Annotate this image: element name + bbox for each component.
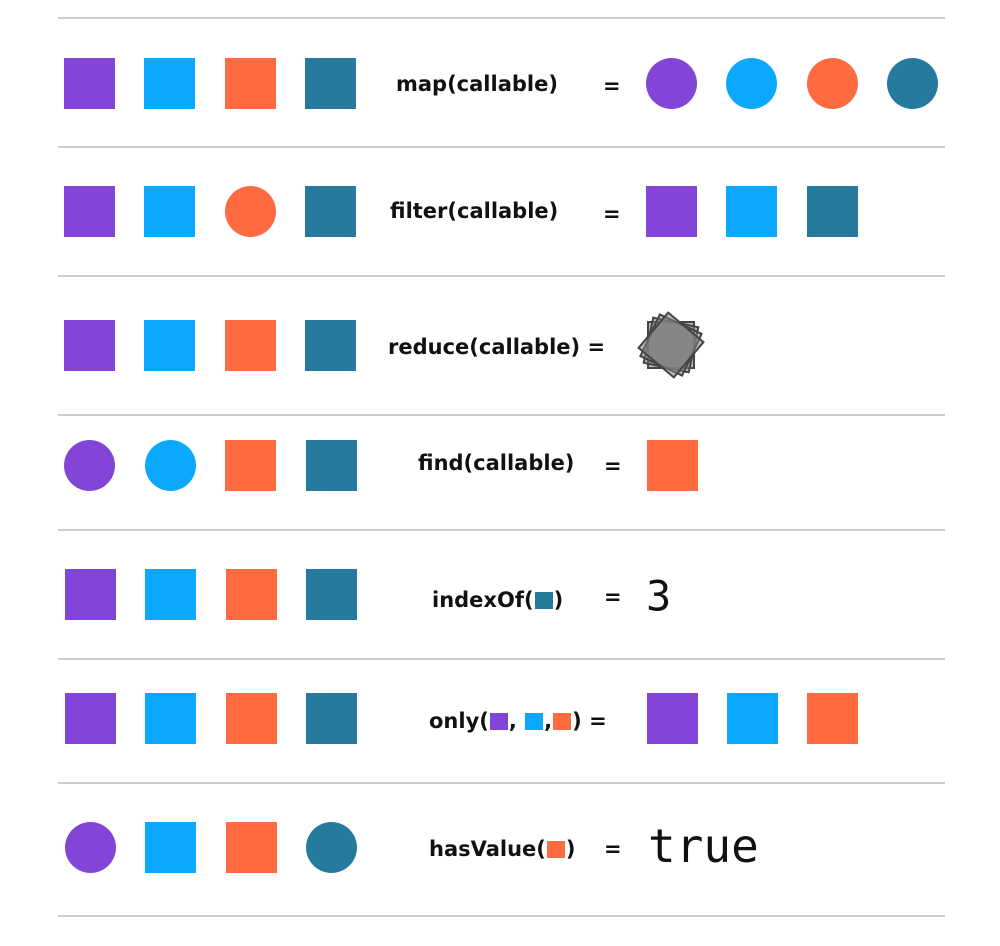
- sky-square-icon: [144, 58, 195, 109]
- purple-square-icon: [64, 186, 115, 237]
- purple-square-icon: [646, 186, 697, 237]
- function-label: hasValue(): [429, 837, 576, 861]
- teal-circle-icon: [887, 58, 938, 109]
- label-suffix: ): [565, 837, 576, 861]
- teal-square-icon: [305, 58, 356, 109]
- row-separator: [58, 17, 945, 19]
- purple-square-icon: [65, 569, 116, 620]
- label-prefix: indexOf(: [432, 588, 534, 612]
- sky-square-icon: [726, 186, 777, 237]
- sky-mini-square-icon: [525, 713, 544, 730]
- sky-square-icon: [145, 822, 196, 873]
- function-label: find(callable): [418, 451, 575, 475]
- row-separator: [58, 658, 945, 660]
- equals-sign: =: [604, 454, 622, 478]
- label-prefix: only(: [429, 709, 489, 733]
- teal-square-icon: [306, 440, 357, 491]
- label-suffix: ) =: [572, 709, 607, 733]
- result-value: 3: [646, 571, 672, 621]
- purple-mini-square-icon: [489, 713, 508, 730]
- sky-circle-icon: [145, 440, 196, 491]
- orange-square-icon: [225, 58, 276, 109]
- purple-square-icon: [64, 58, 115, 109]
- equals-sign: =: [604, 837, 622, 861]
- purple-circle-icon: [64, 440, 115, 491]
- teal-square-icon: [305, 320, 356, 371]
- orange-circle-icon: [225, 186, 276, 237]
- sky-square-icon: [144, 186, 195, 237]
- purple-square-icon: [64, 320, 115, 371]
- teal-square-icon: [306, 693, 357, 744]
- purple-circle-icon: [65, 822, 116, 873]
- sky-square-icon: [145, 693, 196, 744]
- orange-square-icon: [225, 440, 276, 491]
- sky-circle-icon: [726, 58, 777, 109]
- teal-mini-square-icon: [534, 592, 553, 609]
- teal-square-icon: [807, 186, 858, 237]
- label-suffix: ): [553, 588, 564, 612]
- result-value: true: [648, 819, 759, 873]
- teal-square-icon: [305, 186, 356, 237]
- orange-square-icon: [226, 569, 277, 620]
- sky-square-icon: [145, 569, 196, 620]
- row-separator: [58, 275, 945, 277]
- equals-sign: =: [603, 202, 621, 226]
- row-separator: [58, 146, 945, 148]
- purple-square-icon: [647, 693, 698, 744]
- row-separator: [58, 529, 945, 531]
- function-label: reduce(callable) =: [388, 335, 606, 359]
- orange-square-icon: [226, 693, 277, 744]
- purple-circle-icon: [646, 58, 697, 109]
- function-label: filter(callable): [390, 199, 559, 223]
- teal-square-icon: [306, 569, 357, 620]
- equals-sign: =: [604, 585, 622, 609]
- label-sep: ,: [508, 709, 517, 733]
- orange-circle-icon: [807, 58, 858, 109]
- orange-square-icon: [225, 320, 276, 371]
- row-separator: [58, 414, 945, 416]
- reduced-stack-icon: [636, 310, 706, 380]
- orange-mini-square-icon: [553, 713, 572, 730]
- function-label: only(, , ) =: [429, 709, 607, 733]
- function-label: indexOf(): [432, 588, 563, 612]
- teal-circle-icon: [306, 822, 357, 873]
- orange-square-icon: [807, 693, 858, 744]
- row-separator: [58, 915, 945, 917]
- label-sep: ,: [544, 709, 553, 733]
- orange-square-icon: [226, 822, 277, 873]
- sky-square-icon: [144, 320, 195, 371]
- equals-sign: =: [603, 74, 621, 98]
- row-separator: [58, 782, 945, 784]
- orange-square-icon: [647, 440, 698, 491]
- orange-mini-square-icon: [546, 841, 565, 858]
- label-prefix: hasValue(: [429, 837, 546, 861]
- purple-square-icon: [65, 693, 116, 744]
- function-label: map(callable): [396, 72, 558, 96]
- sky-square-icon: [727, 693, 778, 744]
